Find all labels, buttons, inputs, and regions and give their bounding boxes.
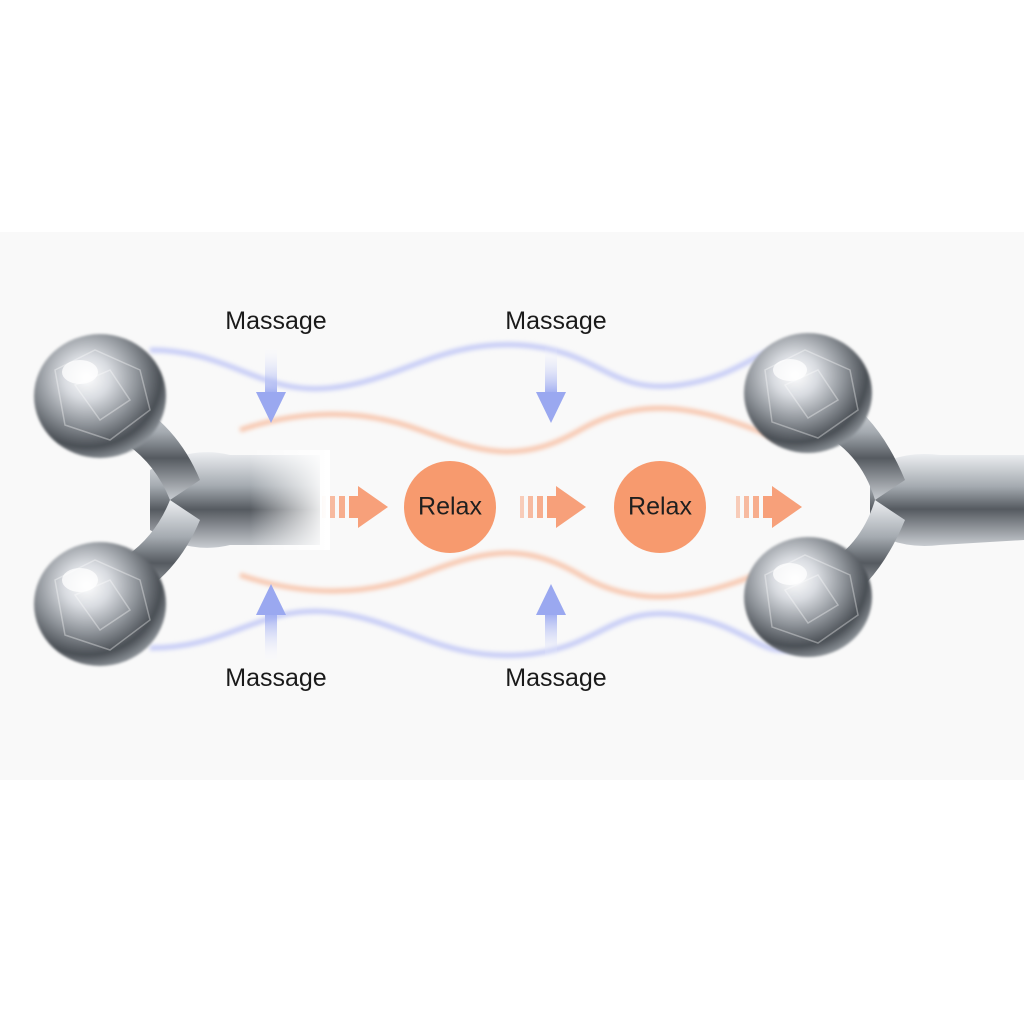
relax-circle [404,461,496,553]
relax-label-right: Relax [628,492,692,521]
down-arrow-icon [256,345,286,423]
right-arrow-icon [736,486,802,528]
massage-label-top-right: Massage [505,307,607,335]
orange-waves [239,405,782,600]
relax-circle [614,461,706,553]
up-arrow-icon [256,584,286,664]
facial-roller-icon [34,334,330,666]
right-arrow-icon [520,486,586,528]
massage-label-bottom-left: Massage [225,664,327,692]
up-arrow-icon [536,584,566,664]
massage-label-bottom-right: Massage [505,664,607,692]
massage-label-top-left: Massage [225,307,327,335]
down-arrow-icon [536,345,566,423]
relax-label-left: Relax [418,492,482,521]
facial-roller-icon [744,333,1024,657]
